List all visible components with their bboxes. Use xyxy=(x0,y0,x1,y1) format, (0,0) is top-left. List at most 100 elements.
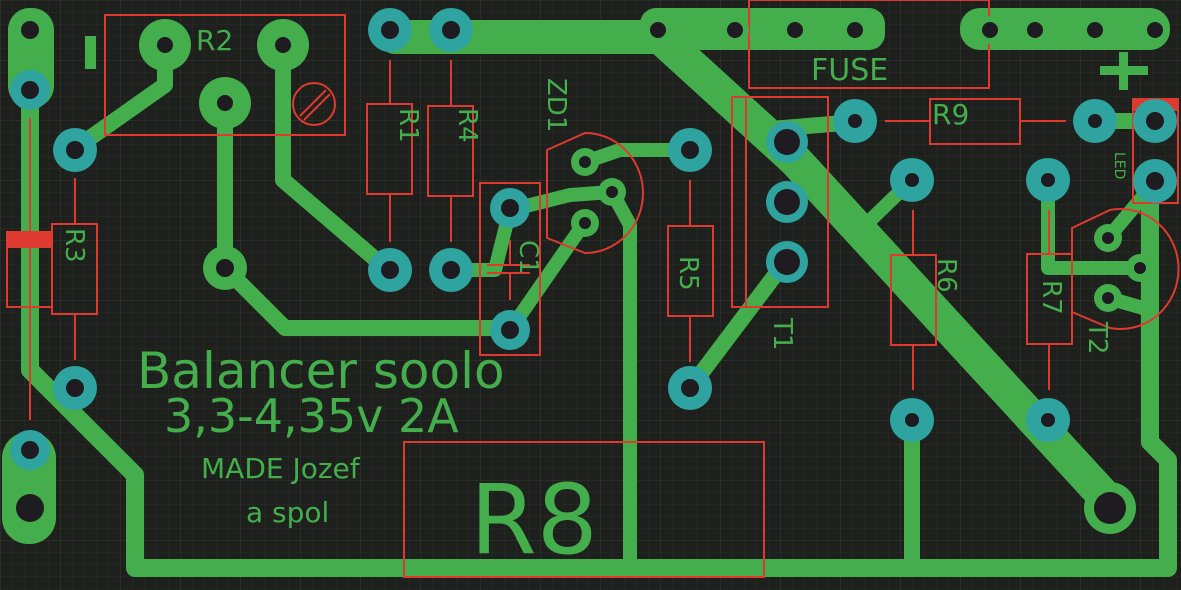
board-title: Balancer soolo xyxy=(137,342,505,400)
drill-hole xyxy=(1102,232,1114,244)
pad xyxy=(53,128,97,172)
drill-hole xyxy=(774,249,800,275)
drill-hole xyxy=(681,379,699,397)
drill-hole xyxy=(787,22,803,38)
pad xyxy=(368,248,412,292)
label-r7: R7 xyxy=(1036,280,1066,315)
trace xyxy=(682,254,793,396)
drill-hole xyxy=(1146,112,1164,130)
label-t1: T1 xyxy=(767,317,797,350)
drill-hole xyxy=(1134,262,1146,274)
label-r8: R8 xyxy=(470,464,598,576)
t2-outline xyxy=(1071,208,1180,330)
drill-hole xyxy=(847,22,863,38)
trace xyxy=(217,92,518,336)
pad xyxy=(490,310,530,350)
trace-fuse-left xyxy=(640,8,885,50)
pad xyxy=(721,16,749,44)
drill-hole xyxy=(1147,22,1163,38)
drill-hole xyxy=(982,22,998,38)
label-r1: R1 xyxy=(393,108,423,143)
drill-hole xyxy=(1102,292,1114,304)
drill-hole xyxy=(442,261,460,279)
pad xyxy=(199,77,251,129)
drill-hole xyxy=(1146,172,1164,190)
drill-hole xyxy=(501,321,519,339)
drill-hole xyxy=(381,261,399,279)
trace-ground-loop xyxy=(21,81,1177,577)
pad xyxy=(1133,159,1177,203)
t1-outline xyxy=(731,96,829,308)
pad xyxy=(766,121,808,163)
r2-outline xyxy=(104,14,346,136)
pad xyxy=(257,19,309,71)
plus-marking-v xyxy=(1119,52,1128,90)
pad xyxy=(6,484,54,532)
pad xyxy=(1073,99,1117,143)
drill-hole xyxy=(1041,413,1055,427)
drill-hole xyxy=(1027,22,1043,38)
pad xyxy=(368,8,412,52)
pad xyxy=(833,99,877,143)
c1-outline xyxy=(479,182,541,356)
pad xyxy=(203,246,247,290)
drill-hole xyxy=(1041,173,1055,187)
pad xyxy=(598,178,626,206)
pad xyxy=(429,8,473,52)
trace xyxy=(1041,173,1147,275)
label-led: LED xyxy=(1111,152,1127,179)
label-r5: R5 xyxy=(673,256,703,291)
trace xyxy=(503,215,592,337)
pad xyxy=(781,16,809,44)
drill-hole xyxy=(650,22,666,38)
pad xyxy=(1094,224,1122,252)
pad xyxy=(668,366,712,410)
pad xyxy=(1021,16,1049,44)
pad xyxy=(1026,398,1070,442)
label-c1: C1 xyxy=(513,240,543,275)
pad xyxy=(644,16,672,44)
pad xyxy=(1081,16,1109,44)
pad xyxy=(1026,158,1070,202)
pad xyxy=(766,181,808,223)
label-r2: R2 xyxy=(196,24,233,57)
drill-hole xyxy=(774,189,800,215)
drill-hole xyxy=(21,441,39,459)
pad xyxy=(490,188,530,228)
drill-hole xyxy=(217,95,233,111)
drill-hole xyxy=(216,259,234,277)
c1-symbol xyxy=(487,240,530,300)
drill-hole xyxy=(66,141,84,159)
labels-layer: R2 R1 R4 R3 ZD1 C1 R5 T1 FUSE R9 R6 R7 T… xyxy=(59,24,1127,576)
pad xyxy=(668,128,712,172)
pad xyxy=(571,209,599,237)
fuse-outline xyxy=(748,0,990,89)
trace xyxy=(443,185,637,575)
drill-hole xyxy=(579,156,591,168)
label-t2: T2 xyxy=(1082,321,1112,354)
drill-hole xyxy=(579,217,591,229)
trace xyxy=(275,37,396,278)
drill-hole xyxy=(1094,492,1126,524)
pad xyxy=(1126,254,1154,282)
r2-trimmer-slot xyxy=(299,89,331,121)
pad xyxy=(1141,16,1169,44)
pad xyxy=(139,19,191,71)
pad xyxy=(1094,284,1122,312)
drill-hole xyxy=(1087,22,1103,38)
pad xyxy=(890,158,934,202)
pad xyxy=(8,8,52,52)
drill-hole xyxy=(905,413,919,427)
drill-hole xyxy=(16,494,44,522)
drill-hole xyxy=(681,141,699,159)
drill-hole xyxy=(381,21,399,39)
trace-fuse-right xyxy=(960,8,1170,50)
pad xyxy=(10,70,50,110)
label-zd1: ZD1 xyxy=(541,78,571,132)
zd1-outline xyxy=(546,131,644,255)
pad xyxy=(10,430,50,470)
label-r4: R4 xyxy=(452,108,482,143)
label-r6: R6 xyxy=(931,258,961,293)
minus-marking xyxy=(85,36,96,69)
